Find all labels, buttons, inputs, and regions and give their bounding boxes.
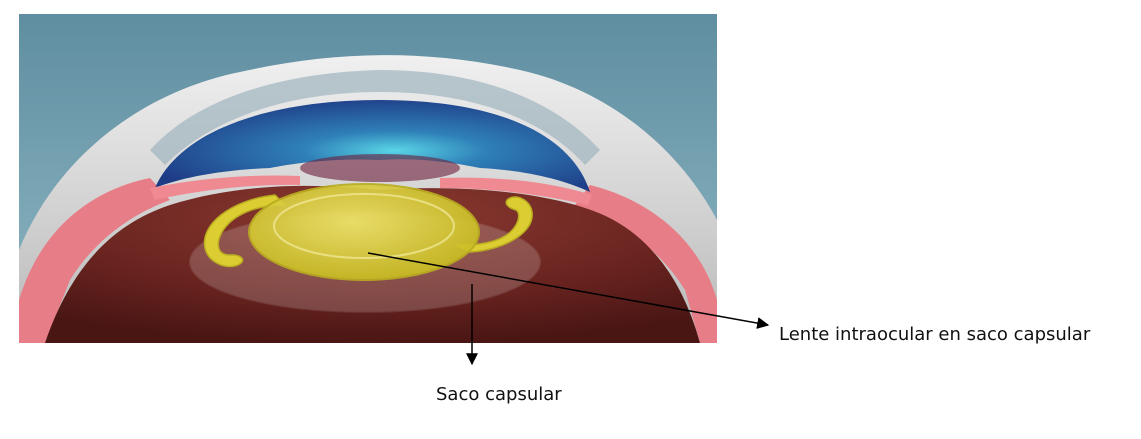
pointer-iol <box>367 252 770 329</box>
iol-optic-rim <box>273 193 455 259</box>
cornea <box>150 70 600 165</box>
iol-haptic-right <box>454 196 533 253</box>
iris <box>155 100 590 192</box>
iris-root-right <box>440 177 592 205</box>
iol-haptic-left <box>203 194 287 268</box>
pupil-shadow <box>300 154 460 182</box>
ciliary-tissue <box>19 178 170 343</box>
label-intraocular-lens: Lente intraocular en saco capsular <box>779 324 1091 345</box>
iol-optic <box>248 183 480 281</box>
label-capsular-bag: Saco capsular <box>436 384 562 405</box>
eye-illustration <box>19 14 717 343</box>
iris-root-left <box>150 175 300 200</box>
